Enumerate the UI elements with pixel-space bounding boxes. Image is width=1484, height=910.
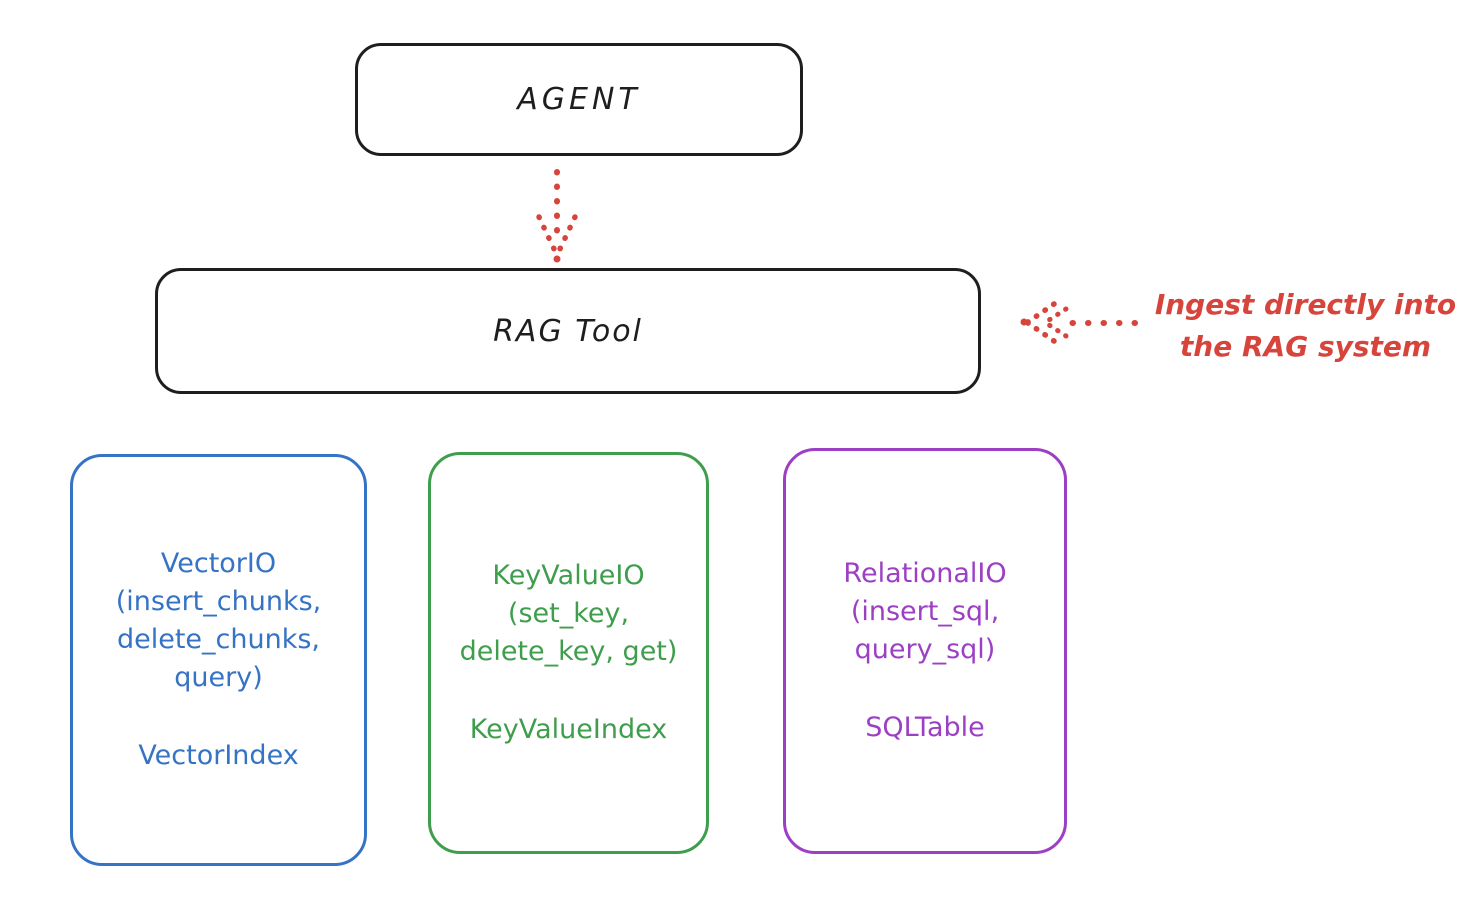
vector-index-label: VectorIndex [138, 740, 299, 771]
relational-io-methods: RelationalIO (insert_sql, query_sql) [843, 558, 1007, 665]
keyvalue-index-label: KeyValueIndex [469, 714, 668, 745]
relational-io-box: RelationalIO (insert_sql, query_sql) SQL… [783, 448, 1067, 854]
vector-io-box: VectorIO (insert_chunks, delete_chunks, … [70, 454, 367, 866]
ingest-annotation-arrow [1020, 301, 1138, 344]
keyvalue-io-methods: KeyValueIO (set_key, delete_key, get) [459, 560, 678, 667]
rag-tool-label: RAG Tool [493, 313, 643, 349]
agent-label: AGENT [517, 82, 641, 117]
agent-box: AGENT [355, 43, 803, 156]
ingest-annotation-text: Ingest directly into the RAG system [1154, 288, 1457, 363]
sql-table-label: SQLTable [865, 712, 985, 743]
vector-io-methods: VectorIO (insert_chunks, delete_chunks, … [115, 548, 322, 693]
keyvalue-io-box: KeyValueIO (set_key, delete_key, get) Ke… [428, 452, 709, 854]
rag-tool-box: RAG Tool [155, 268, 981, 394]
agent-to-ragtool-arrow [536, 169, 578, 263]
